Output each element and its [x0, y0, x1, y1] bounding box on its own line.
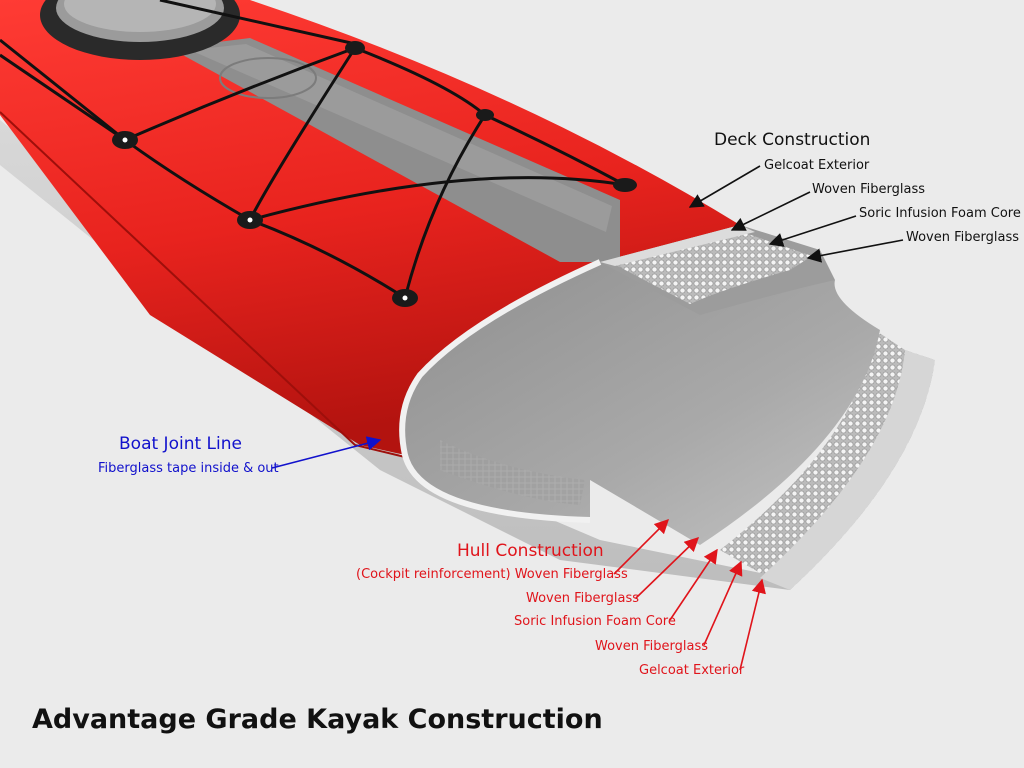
deck-layer-gelcoat: Gelcoat Exterior	[764, 158, 870, 173]
hull-section-layers	[720, 330, 935, 590]
hull-layer-woven-2: Woven Fiberglass	[595, 639, 708, 654]
hull-layer-cockpit-woven: (Cockpit reinforcement) Woven Fiberglass	[356, 567, 628, 582]
deck-hatch-outline	[219, 57, 317, 99]
deck-layer-woven-1: Woven Fiberglass	[812, 182, 925, 197]
hull-layer-foam-core: Soric Infusion Foam Core	[514, 614, 676, 629]
hull-heading: Hull Construction	[457, 541, 604, 561]
hull-layer-woven-1: Woven Fiberglass	[526, 591, 639, 606]
hull-layer-gelcoat: Gelcoat Exterior	[639, 663, 745, 678]
page-title: Advantage Grade Kayak Construction	[32, 704, 603, 735]
deck-stripe	[170, 38, 620, 262]
joint-note: Fiberglass tape inside & out	[98, 461, 279, 476]
bungee-cords	[0, 0, 626, 300]
joint-heading: Boat Joint Line	[119, 434, 242, 454]
deck-layer-woven-2: Woven Fiberglass	[906, 230, 1019, 245]
deck-heading: Deck Construction	[714, 130, 871, 150]
deck-layer-foam-core: Soric Infusion Foam Core	[859, 206, 1021, 221]
